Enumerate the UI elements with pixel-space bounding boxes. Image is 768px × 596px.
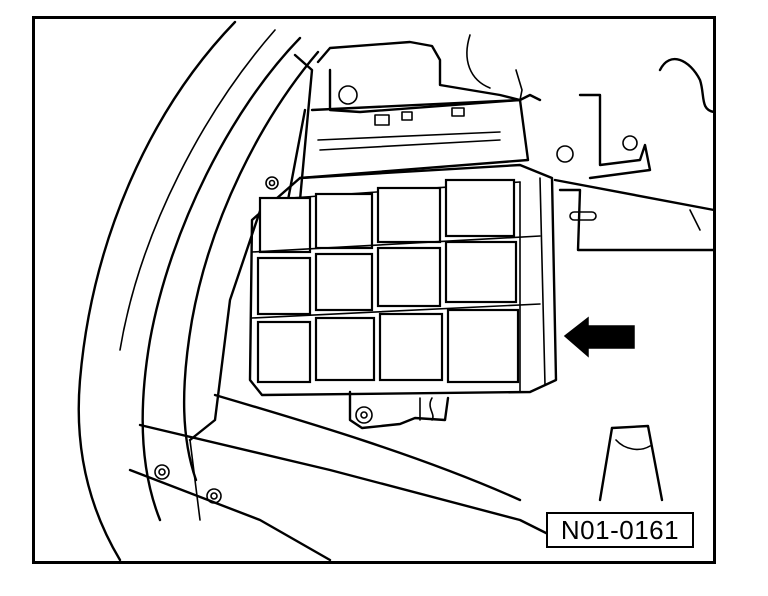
grid-cell: [256, 320, 312, 384]
body-structure-right: [553, 58, 716, 252]
bolt-lower-left: [154, 464, 170, 480]
figure-frame: [32, 16, 716, 564]
support-bracket: [598, 424, 664, 502]
control-module: [248, 163, 558, 397]
grid-cell: [258, 196, 312, 254]
fender-curves: [77, 20, 320, 562]
grid-cell: [444, 178, 516, 238]
grid-cell: [256, 256, 312, 316]
grid-cell: [314, 316, 376, 382]
left-arrow-icon: [563, 316, 635, 358]
floor-panels: [128, 393, 562, 562]
mount-bolt: [355, 406, 373, 424]
grid-cell: [444, 240, 518, 304]
pointer-arrow: [563, 316, 635, 358]
bolt-upper-left: [265, 176, 279, 190]
grid-cell: [376, 186, 442, 244]
grid-cell: [376, 246, 442, 308]
bolt-right-upper: [556, 145, 574, 163]
bracket-bolt-hole: [338, 85, 358, 105]
grid-cell: [314, 252, 374, 312]
grid-cell: [378, 312, 444, 382]
grid-cell: [446, 308, 520, 384]
module-mount-foot: [348, 390, 450, 430]
reference-code-label: N01-0161: [546, 512, 694, 548]
upper-bracket: [298, 34, 542, 180]
bolt-lower-center: [206, 488, 222, 504]
grid-cell: [314, 192, 374, 250]
